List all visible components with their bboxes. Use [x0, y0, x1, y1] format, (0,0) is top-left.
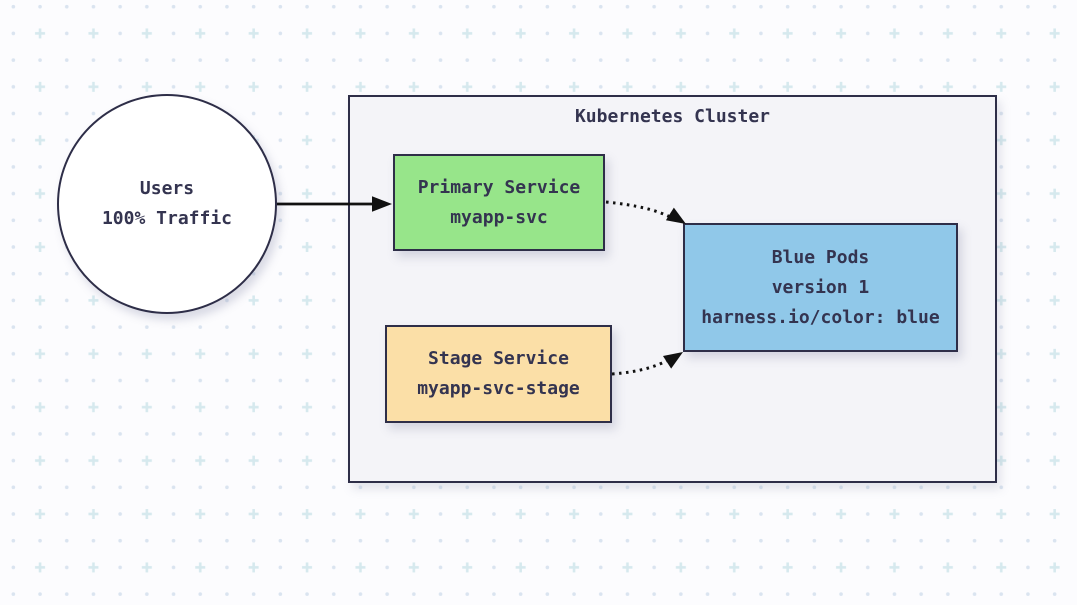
users-node: Users 100% Traffic: [57, 94, 277, 314]
cluster-title: Kubernetes Cluster: [574, 106, 771, 127]
blue-pods-title: Blue Pods: [771, 246, 870, 268]
users-traffic-label: 100% Traffic: [101, 208, 233, 229]
blue-pods-node: Blue Pods version 1 harness.io/color: bl…: [683, 223, 958, 352]
primary-service-svc-name: myapp-svc: [450, 206, 548, 228]
stage-service-title: Stage Service: [428, 348, 569, 369]
blue-pods-label-selector: harness.io/color: blue: [701, 306, 940, 328]
stage-service-node: Stage Service myapp-svc-stage: [385, 325, 612, 423]
stage-service-svc-name: myapp-svc-stage: [417, 378, 580, 399]
primary-service-node: Primary Service myapp-svc: [393, 154, 605, 251]
blue-pods-version: version 1: [771, 276, 870, 298]
users-label: Users: [139, 178, 195, 199]
primary-service-title: Primary Service: [417, 176, 581, 198]
